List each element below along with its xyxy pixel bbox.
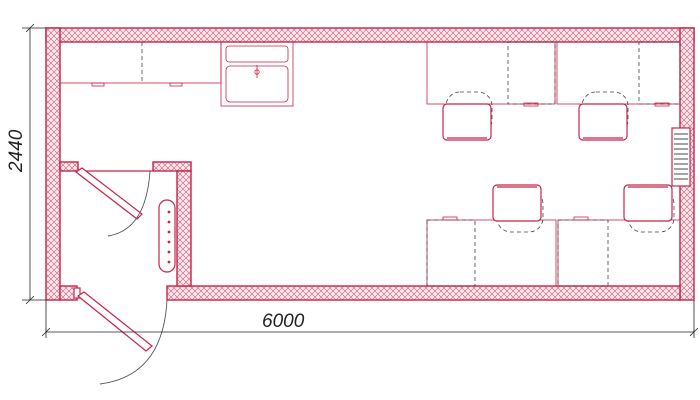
desk-top-2-handle (654, 102, 670, 107)
air-conditioner-body (671, 127, 691, 187)
sink-top (225, 45, 289, 63)
dimension-width-label: 2440 (6, 129, 27, 173)
desk-bottom-2-drawer (557, 219, 609, 287)
desk-bottom-1-drawer (426, 219, 476, 287)
desk-bottom-2-surface (557, 219, 681, 287)
desk-bottom-1 (426, 216, 557, 287)
dimension-width-tick-bottom (25, 295, 35, 305)
desk-top-2-drawer (638, 41, 681, 105)
desk-top-2 (556, 41, 681, 107)
chair-bottom-2 (623, 184, 675, 233)
sink-cabinet (220, 41, 294, 107)
desk-top-1 (426, 41, 556, 107)
desk-bottom-1-handle (442, 216, 458, 221)
dimension-width-tick-top (25, 23, 35, 33)
dimension-length: 6000 (41, 300, 699, 338)
air-conditioner (671, 127, 691, 187)
desk-bottom-2-handle (573, 216, 589, 221)
chair-top-2-seat (578, 103, 628, 141)
partition-right (176, 170, 192, 287)
entrance-door-swing (99, 299, 168, 385)
dimension-length-tick-left (41, 327, 51, 337)
counter-handle-1 (91, 82, 105, 87)
kitchen-counter (59, 41, 222, 87)
interior-door (74, 167, 153, 237)
partition-top-right (152, 161, 192, 172)
entrance-door-jamb (73, 287, 81, 299)
desk-bottom-2 (557, 216, 681, 287)
desk-top-1-handle (523, 102, 539, 107)
interior-door-leaf (74, 167, 143, 220)
desk-bottom-1-surface (426, 219, 557, 287)
counter-handle-2 (169, 82, 183, 87)
chair-bottom-2-seat (623, 184, 673, 222)
dimension-length-tick-right (689, 327, 699, 337)
sink (220, 41, 294, 107)
dimension-length-label: 6000 (262, 311, 305, 332)
radiator-fins (167, 210, 171, 264)
wall-left (45, 27, 61, 301)
outer-walls (45, 27, 695, 301)
wall-bottom (166, 285, 681, 301)
radiator (158, 199, 176, 273)
partition-top-left (59, 161, 79, 172)
air-conditioner-grille (674, 133, 688, 180)
chair-top-1 (442, 91, 493, 141)
interior-door-swing (107, 170, 151, 237)
vestibule-partition (59, 161, 192, 287)
radiator-body (158, 199, 176, 273)
dimension-width: 2440 (6, 23, 46, 305)
desk-top-1-drawer (507, 41, 556, 105)
desk-top-2-surface (556, 41, 681, 105)
entrance-door-leaf (76, 291, 153, 352)
desk-top-1-surface (426, 41, 556, 105)
entrance-door (73, 287, 168, 385)
chair-top-2 (578, 91, 629, 141)
wall-top (45, 27, 695, 43)
chair-bottom-1 (492, 184, 544, 233)
chair-top-1-seat (442, 103, 492, 141)
counter-top (59, 41, 222, 84)
chair-bottom-1-seat (492, 184, 542, 222)
